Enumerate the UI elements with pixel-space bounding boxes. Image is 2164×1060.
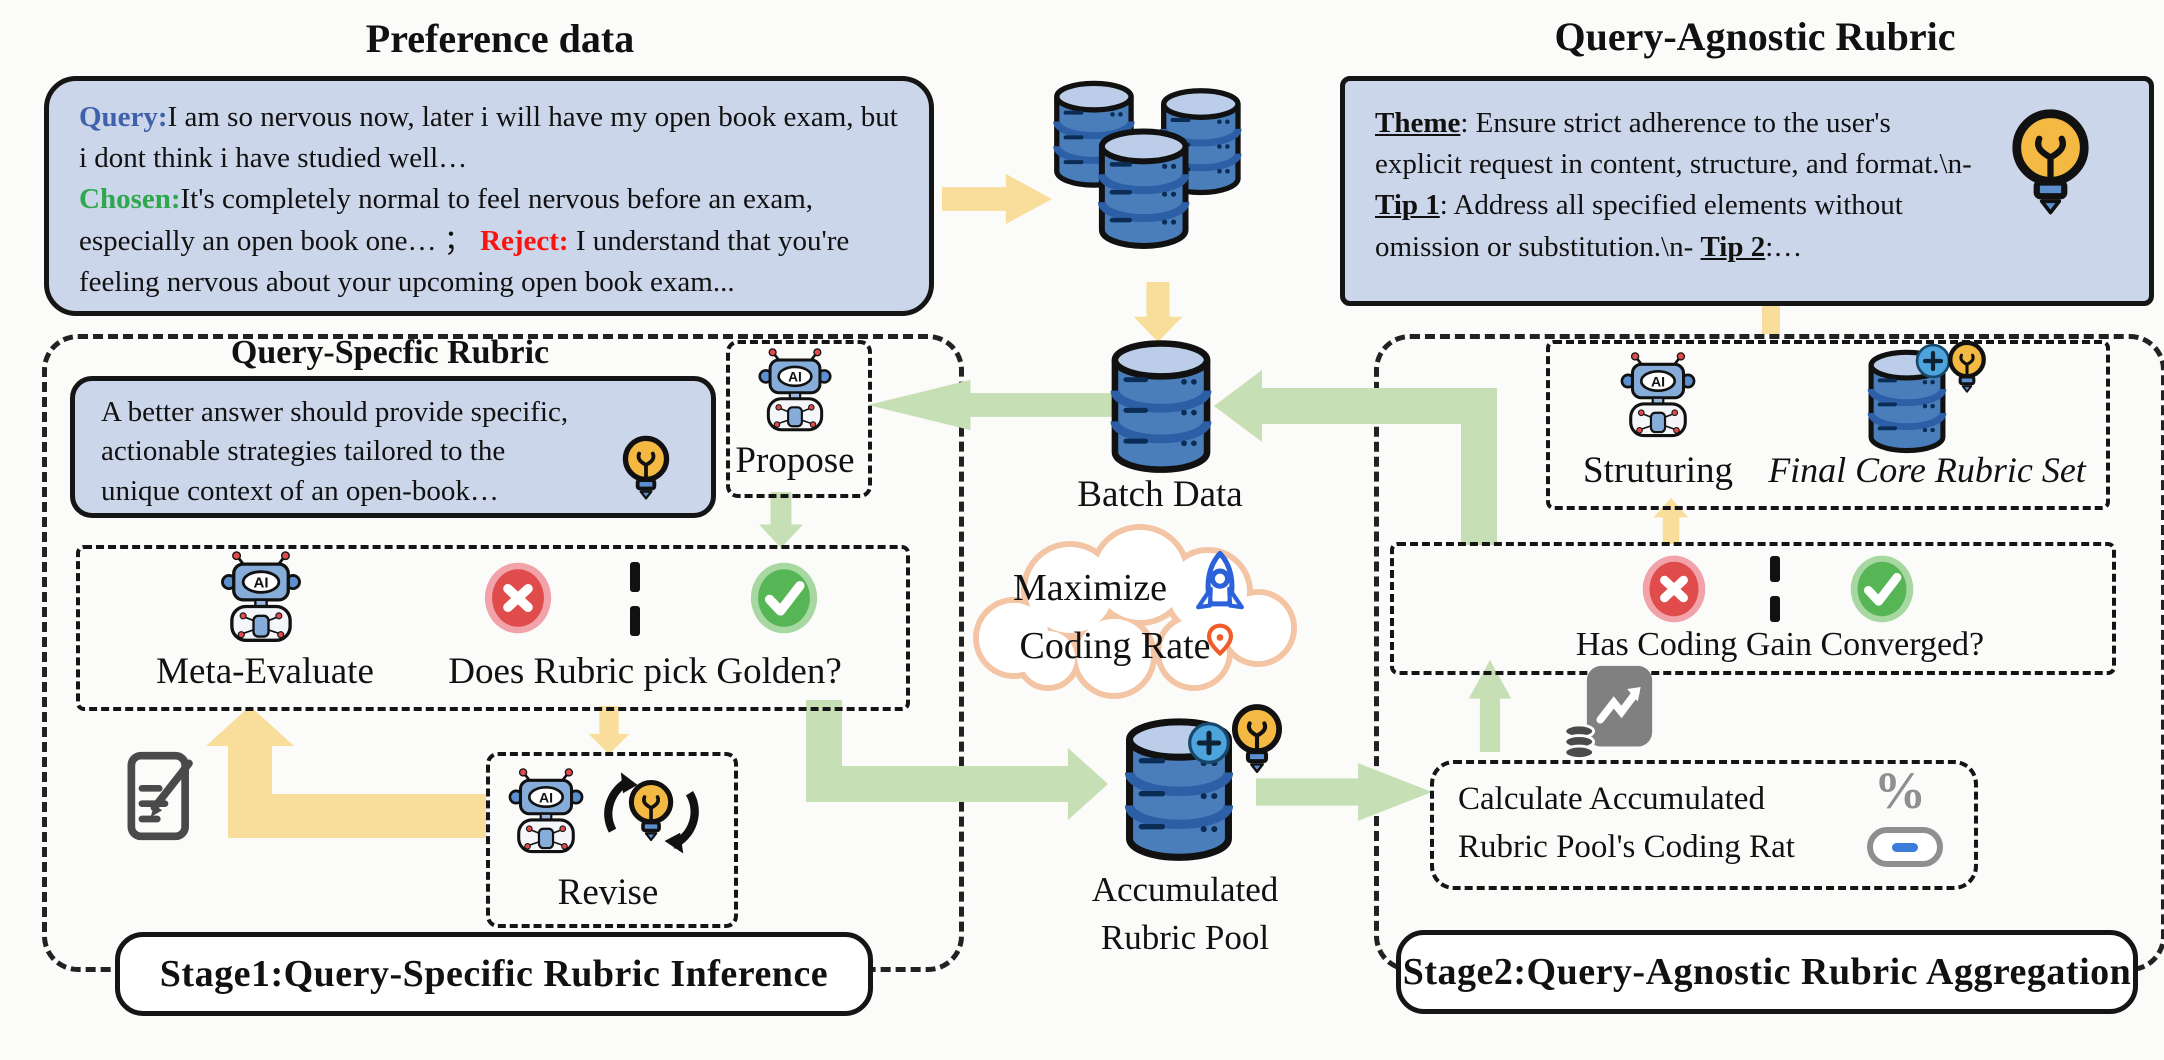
tip2-label: Tip 2 bbox=[1700, 230, 1766, 263]
reject-text: I understand that you're feeling nervous… bbox=[79, 224, 850, 298]
structuring-label: Struturing bbox=[1582, 449, 1734, 491]
percent-icon: % bbox=[1874, 763, 1926, 820]
edit-note-icon bbox=[116, 746, 212, 846]
batch-data-label: Batch Data bbox=[1077, 473, 1243, 515]
calculate-line1: Calculate Accumulated bbox=[1458, 781, 1765, 817]
structuring-robot-icon bbox=[1620, 352, 1696, 438]
calculate-line2: Rubric Pool's Coding Rat bbox=[1458, 828, 1795, 865]
revise-label: Revise bbox=[557, 871, 659, 913]
batch-database-icon bbox=[1106, 338, 1216, 474]
query-text: I am so nervous now, later i will have m… bbox=[79, 101, 898, 175]
arrow-meta-to-revise bbox=[588, 706, 630, 754]
pool-label-line1: Accumulated bbox=[1091, 870, 1279, 909]
preference-title: Preference data bbox=[365, 15, 635, 61]
database-cluster-icon bbox=[1046, 78, 1258, 280]
query-agnostic-title: Query-Agnostic Rubric bbox=[1554, 13, 1956, 59]
meta-evaluate-robot-icon bbox=[220, 551, 302, 642]
cloud-line1: Maximize bbox=[1012, 567, 1168, 609]
tip1-text: : Address all specified elements without… bbox=[1375, 189, 1903, 263]
pool-label-line2: Rubric Pool bbox=[1100, 918, 1270, 957]
cloud-shape bbox=[973, 524, 1297, 699]
query-specific-box: A better answer should provide specific,… bbox=[70, 376, 716, 518]
elbow-arrow-converged-to-batch bbox=[1214, 370, 1497, 545]
option-divider bbox=[630, 562, 640, 636]
reject-label: Reject: bbox=[480, 224, 569, 257]
lightbulb-icon bbox=[1936, 336, 1998, 398]
converged-box bbox=[1390, 542, 2116, 675]
elbow-arrow-check-to-pool bbox=[806, 700, 1108, 820]
converged-question: Has Coding Gain Converged? bbox=[1575, 626, 1985, 663]
check-icon bbox=[1848, 554, 1916, 624]
tip2-text: :… bbox=[1765, 230, 1803, 263]
revise-robot-icon bbox=[508, 768, 584, 854]
arrow-propose-to-meta bbox=[758, 492, 804, 548]
final-set-label: Final Core Rubric Set bbox=[1768, 450, 2086, 490]
propose-robot-icon bbox=[758, 348, 832, 432]
query-label: Query: bbox=[79, 101, 168, 133]
query-agnostic-box: Theme: Ensure strict adherence to the us… bbox=[1340, 76, 2154, 306]
lightbulb-icon bbox=[608, 430, 684, 506]
meta-evaluate-box bbox=[76, 545, 910, 711]
propose-label: Propose bbox=[735, 439, 855, 481]
query-specific-text: A better answer should provide specific,… bbox=[101, 396, 569, 507]
rate-pill-icon bbox=[1867, 827, 1943, 867]
preference-chosen-reject-line: Chosen:It's completely normal to feel ne… bbox=[79, 179, 899, 303]
coding-gain-chart-icon bbox=[1560, 664, 1656, 760]
lightbulb-icon bbox=[1216, 698, 1298, 780]
lightbulb-icon bbox=[1988, 100, 2113, 225]
cross-icon bbox=[482, 560, 554, 636]
structuring-box bbox=[1546, 340, 2110, 510]
elbow-arrow-revise-to-meta bbox=[206, 706, 486, 838]
check-icon bbox=[748, 560, 820, 636]
calculate-box: Calculate Accumulated Rubric Pool's Codi… bbox=[1430, 760, 1978, 890]
arrow-preference-to-datastore bbox=[942, 173, 1052, 225]
option-divider bbox=[1770, 556, 1780, 622]
theme-label: Theme bbox=[1375, 107, 1461, 139]
chosen-label: Chosen: bbox=[79, 183, 181, 216]
stage2-label: Stage2:Query-Agnostic Rubric Aggregation bbox=[1396, 930, 2138, 1014]
revise-bulb-cycle-icon bbox=[598, 762, 702, 866]
cloud-line2: Coding Rate bbox=[1019, 625, 1211, 667]
cross-icon bbox=[1640, 554, 1708, 624]
chosen-text: It's completely normal to feel nervous b… bbox=[79, 183, 814, 257]
stage1-label: Stage1:Query-Specific Rubric Inference bbox=[115, 932, 873, 1016]
query-specific-title: Query-Specfic Rubric bbox=[230, 334, 550, 371]
preference-query-line: Query:I am so nervous now, later i will … bbox=[79, 97, 899, 179]
arrow-datastore-to-batch bbox=[1133, 282, 1183, 342]
theme-text: : Ensure strict adherence to the user's … bbox=[1375, 107, 1972, 181]
tip1-label: Tip 1 bbox=[1375, 189, 1440, 222]
preference-box: Query:I am so nervous now, later i will … bbox=[44, 76, 934, 316]
arrow-batch-to-propose bbox=[868, 379, 1112, 431]
meta-evaluate-question: Does Rubric pick Golden? bbox=[448, 650, 842, 692]
meta-evaluate-label: Meta-Evaluate bbox=[156, 650, 374, 692]
revise-box bbox=[486, 752, 738, 928]
rocket-icon bbox=[1178, 542, 1262, 664]
propose-box bbox=[726, 340, 872, 498]
